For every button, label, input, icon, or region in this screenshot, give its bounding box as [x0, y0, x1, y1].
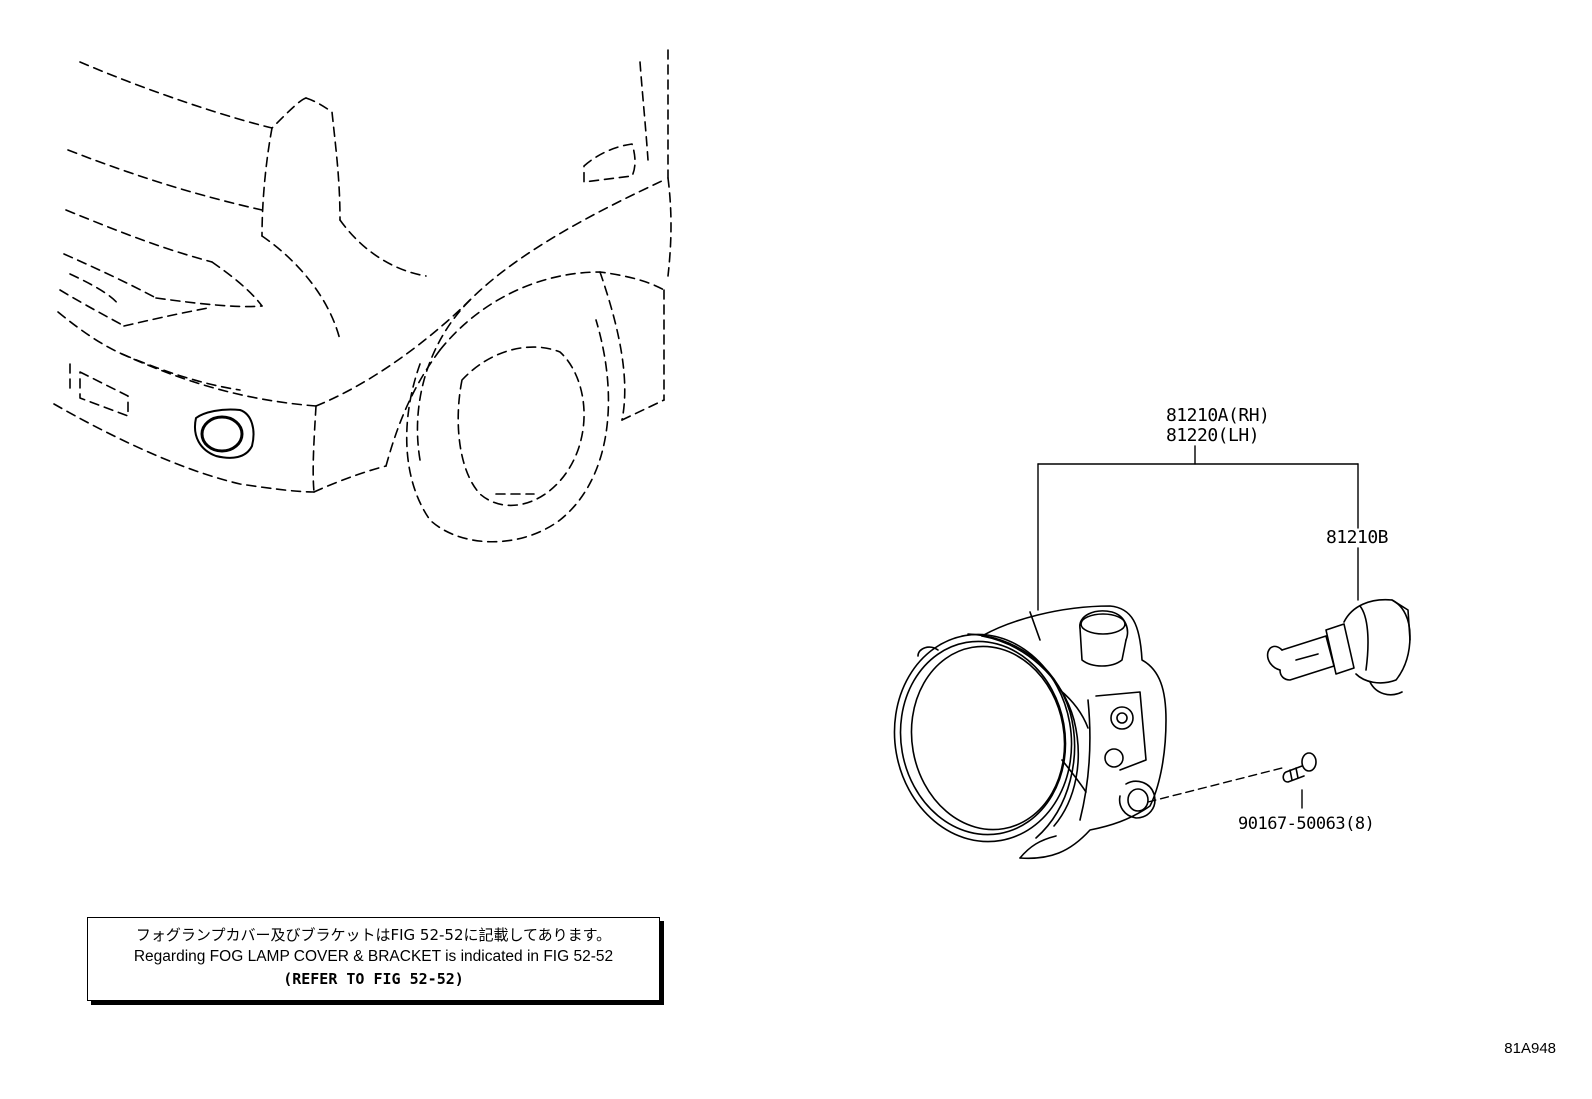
- note-english: Regarding FOG LAMP COVER & BRACKET is in…: [133, 948, 614, 965]
- figure-code: 81A948: [1504, 1040, 1556, 1057]
- part-number-lamp-rh: 81210A(RH): [1166, 405, 1270, 426]
- fog-lamp-location: [194, 408, 255, 459]
- screw-leader-dashed: [1147, 767, 1283, 803]
- leader-lines: [1037, 445, 1359, 809]
- reference-note-box: フォグランプカバー及びブラケットはFIG 52-52に記載してあります。 Reg…: [87, 917, 660, 1001]
- part-number-lamp-lh: 81220(LH): [1166, 425, 1260, 446]
- part-number-screw: 90167-50063(8): [1238, 814, 1375, 834]
- vehicle-outline: [53, 49, 672, 543]
- bulb: [1266, 598, 1411, 696]
- screw: [1282, 752, 1317, 783]
- part-number-bulb: 81210B: [1326, 527, 1389, 548]
- note-japanese: フォグランプカバー及びブラケットはFIG 52-52に記載してあります。: [135, 926, 612, 944]
- note-reference: (REFER TO FIG 52-52): [283, 970, 464, 988]
- fog-lamp-assembly: [893, 605, 1167, 860]
